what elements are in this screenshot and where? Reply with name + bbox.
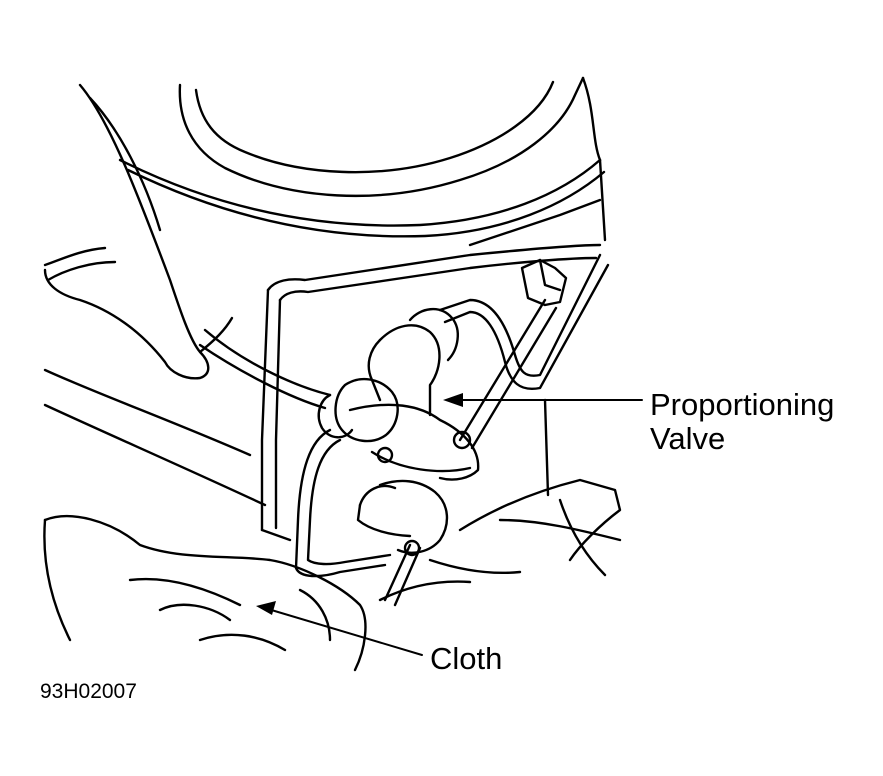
cloth-illustration bbox=[43, 478, 622, 672]
figure-id: 93H02007 bbox=[40, 680, 137, 703]
cloth-label: Cloth bbox=[430, 641, 503, 676]
proportioning-valve-body bbox=[317, 308, 480, 557]
cloth-leader bbox=[267, 608, 423, 656]
proportioning-valve-label-line2: Valve bbox=[650, 421, 726, 456]
brake-lines bbox=[198, 253, 610, 607]
inner-panel bbox=[43, 243, 602, 542]
hand-illustration bbox=[43, 83, 234, 380]
proportioning-valve-arrowhead bbox=[443, 393, 463, 407]
leader-arrows bbox=[256, 393, 643, 656]
proportioning-valve-label-line1: Proportioning bbox=[650, 387, 835, 422]
fender-panel bbox=[118, 76, 607, 247]
cloth-arrowhead bbox=[256, 601, 276, 615]
clip-part bbox=[520, 258, 568, 307]
